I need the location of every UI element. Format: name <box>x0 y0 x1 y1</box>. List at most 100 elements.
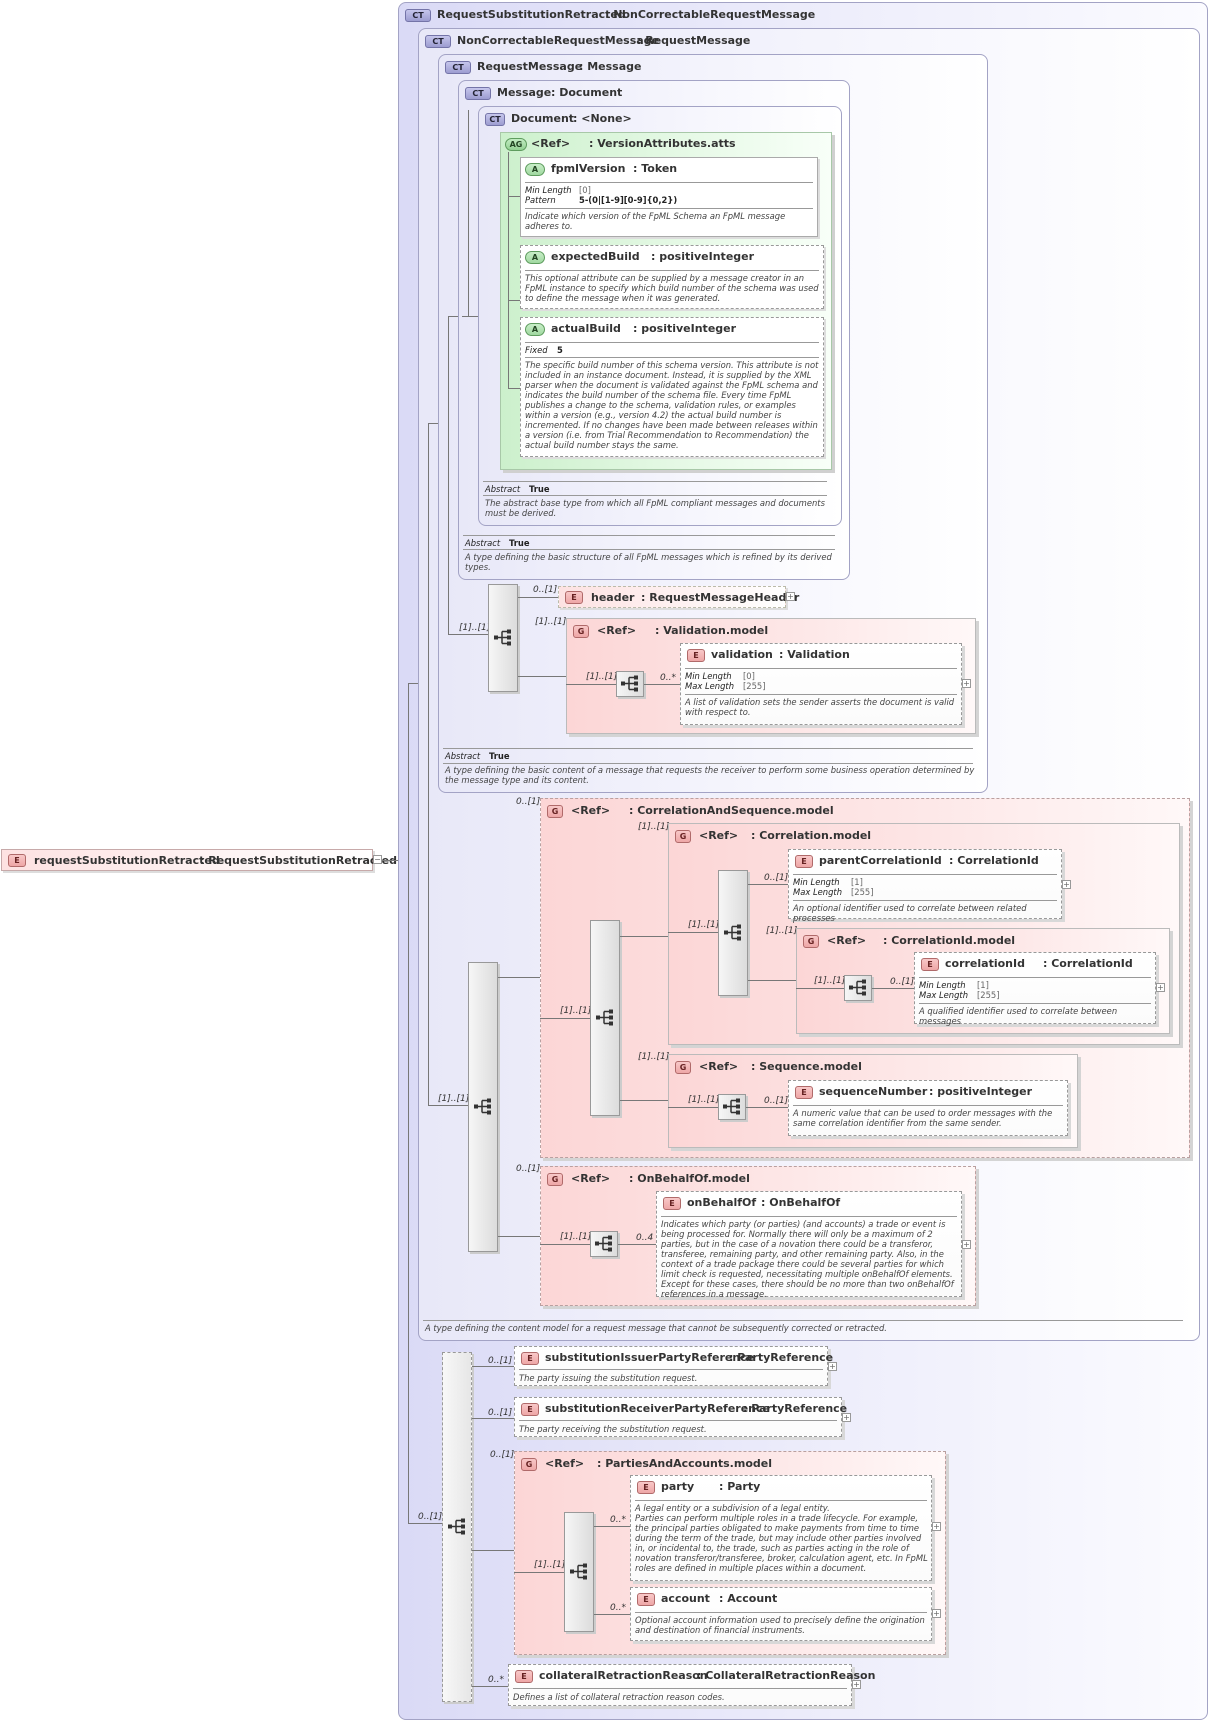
element-doc: The party receiving the substitution req… <box>519 1424 707 1434</box>
element-doc: A numeric value that can be used to orde… <box>793 1108 1053 1128</box>
group-name: : OnBehalfOf.model <box>629 1172 750 1185</box>
connector <box>620 1100 668 1101</box>
element-type: : CollateralRetractionReason <box>697 1669 876 1682</box>
element-doc: A list of validation sets the sender ass… <box>685 697 955 717</box>
connector <box>644 684 680 685</box>
element-doc: Defines a list of collateral retraction … <box>513 1692 725 1702</box>
element-doc: A legal entity or a subdivision of a leg… <box>635 1503 928 1573</box>
cardinality: 0..* <box>610 1515 626 1525</box>
cardinality: 0..[1] <box>516 1164 541 1174</box>
element-correlation-id[interactable]: E correlationId : CorrelationId Min Leng… <box>914 952 1156 1026</box>
expand-toggle[interactable]: + <box>852 1680 861 1689</box>
abstract-label: Abstract <box>445 751 481 761</box>
element-header[interactable]: E header : RequestMessageHeader <box>558 586 799 608</box>
element-doc: An optional identifier used to correlate… <box>793 903 1027 923</box>
sequence-compositor[interactable] <box>488 584 518 692</box>
element-account[interactable]: E account : Account Optional account inf… <box>630 1587 932 1641</box>
element-substitution-issuer-party-reference[interactable]: E substitutionIssuerPartyReference : Par… <box>514 1346 833 1386</box>
connector <box>618 1244 656 1245</box>
ct-title: Message <box>497 86 552 99</box>
ct-doc: A type defining the basic content of a m… <box>445 765 975 785</box>
group-ref: <Ref> <box>699 1060 739 1073</box>
cardinality: [1]..[1] <box>688 920 720 930</box>
root-name: requestSubstitutionRetracted <box>34 854 220 867</box>
sequence-compositor[interactable] <box>844 975 872 1001</box>
element-doc: A qualified identifier used to correlate… <box>919 1006 1118 1026</box>
element-type: : PartyReference <box>743 1402 848 1415</box>
expand-toggle[interactable]: + <box>962 1240 971 1249</box>
expand-toggle[interactable]: + <box>1062 880 1071 889</box>
element-substitution-receiver-party-reference[interactable]: E substitutionReceiverPartyReference : P… <box>514 1397 847 1437</box>
expand-toggle[interactable]: + <box>932 1609 941 1618</box>
element-type: : Party <box>719 1480 761 1493</box>
attribute-fpml-version[interactable]: A fpmlVersion : Token Min Length [0] Pat… <box>520 157 818 237</box>
connector <box>498 977 540 978</box>
facet-value: [1] <box>851 877 863 887</box>
connector <box>382 860 408 861</box>
element-name: collateralRetractionReason <box>539 1669 708 1682</box>
cardinality: [1]..[1] <box>638 822 670 832</box>
collapse-toggle[interactable]: − <box>373 855 382 864</box>
connector <box>748 980 796 981</box>
element-party[interactable]: E party : Party A legal entity or a subd… <box>630 1475 932 1581</box>
attribute-actual-build[interactable]: A actualBuild : positiveInteger Fixed 5 … <box>520 317 824 457</box>
element-sequence-number[interactable]: E sequenceNumber : positiveInteger A num… <box>788 1080 1068 1136</box>
element-parent-correlation-id[interactable]: E parentCorrelationId : CorrelationId Mi… <box>788 849 1062 923</box>
element-on-behalf-of[interactable]: E onBehalfOf : OnBehalfOf Indicates whic… <box>656 1191 962 1299</box>
expand-toggle[interactable]: + <box>828 1362 837 1371</box>
element-type: : OnBehalfOf <box>761 1196 841 1209</box>
sequence-compositor[interactable] <box>718 870 748 996</box>
facet-key: Min Length <box>525 185 572 195</box>
sequence-compositor[interactable] <box>590 1231 618 1257</box>
element-badge: E <box>521 1352 539 1365</box>
ct-doc: A type defining the basic structure of a… <box>465 552 832 572</box>
connector <box>748 884 788 885</box>
connector <box>448 316 449 634</box>
cardinality: [1]..[1] <box>638 1052 670 1062</box>
abstract-value: True <box>529 484 550 494</box>
sequence-compositor[interactable] <box>564 1512 594 1632</box>
facet-key: Min Length <box>919 980 966 990</box>
facet-value: [255] <box>851 887 874 897</box>
expand-toggle[interactable]: + <box>786 592 795 601</box>
facet-key: Fixed <box>525 345 548 355</box>
connector <box>566 684 616 685</box>
sequence-compositor[interactable] <box>468 962 498 1252</box>
root-element[interactable]: E requestSubstitutionRetracted : Request… <box>1 849 397 871</box>
attr-name: expectedBuild <box>551 250 640 263</box>
group-badge: G <box>675 830 691 843</box>
attr-doc: This optional attribute can be supplied … <box>525 273 819 303</box>
connector <box>594 1614 630 1615</box>
attr-type: : positiveInteger <box>633 322 737 335</box>
connector <box>594 1526 630 1527</box>
sequence-compositor[interactable] <box>718 1094 746 1120</box>
facet-value: [255] <box>977 990 1000 1000</box>
element-validation[interactable]: E validation : Validation Min Length [0]… <box>680 643 962 725</box>
facet-key: Max Length <box>685 681 735 691</box>
expand-toggle[interactable]: + <box>1156 983 1165 992</box>
attr-name: actualBuild <box>551 322 621 335</box>
cardinality: [1]..[1] <box>534 1560 566 1570</box>
element-type: : CorrelationId <box>949 854 1039 867</box>
attribute-expected-build[interactable]: A expectedBuild : positiveInteger This o… <box>520 245 824 309</box>
expand-toggle[interactable]: + <box>842 1413 851 1422</box>
connector <box>408 1523 442 1524</box>
connector <box>498 1236 540 1237</box>
group-name: : Correlation.model <box>751 829 872 842</box>
element-collateral-retraction-reason[interactable]: E collateralRetractionReason : Collatera… <box>508 1664 875 1706</box>
group-name: : PartiesAndAccounts.model <box>597 1457 772 1470</box>
cardinality: 0..[1] <box>490 1450 515 1460</box>
ct-base: : Message <box>579 60 642 73</box>
sequence-compositor[interactable] <box>590 920 620 1116</box>
cardinality: [1]..[1] <box>586 672 618 682</box>
element-type: : Account <box>719 1592 778 1605</box>
element-type: : RequestMessageHeader <box>641 591 800 604</box>
attr-type: : Token <box>633 162 678 175</box>
expand-toggle[interactable]: + <box>932 1522 941 1531</box>
sequence-compositor[interactable] <box>442 1352 472 1702</box>
ct-title: NonCorrectableRequestMessage <box>457 34 660 47</box>
sequence-compositor[interactable] <box>616 671 644 697</box>
expand-toggle[interactable]: + <box>962 679 971 688</box>
facet-value: 5-(0|[1-9][0-9]{0,2}) <box>579 195 678 205</box>
group-ref: <Ref> <box>545 1457 585 1470</box>
